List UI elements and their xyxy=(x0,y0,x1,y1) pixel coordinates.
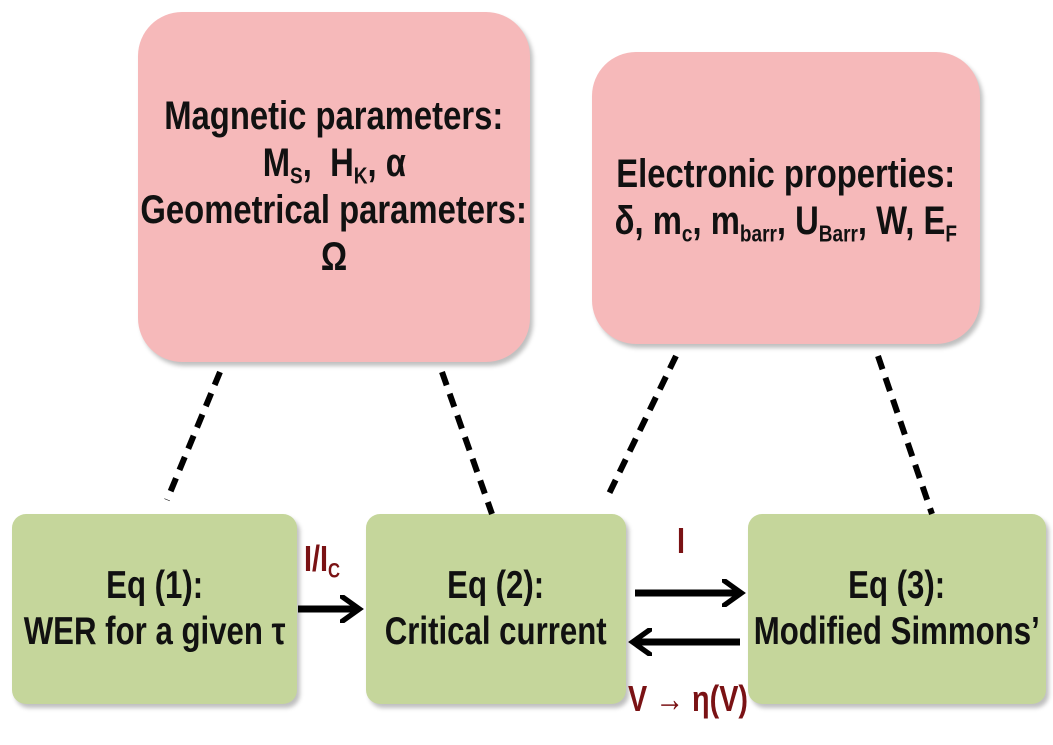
eq3-description: Modified Simmons’ xyxy=(754,610,1041,653)
eq3-title: Eq (3): xyxy=(848,563,946,607)
eq1-title: Eq (1): xyxy=(105,563,204,607)
magnetic-parameters-heading: Magnetic parameters: xyxy=(164,93,504,138)
dashed-connector-electronic-to-eq2 xyxy=(603,354,679,502)
arrow-label-current-ratio: I/IC xyxy=(304,538,341,583)
electronic-properties-heading: Electronic properties: xyxy=(616,151,956,196)
geometrical-parameters-values: Ω xyxy=(320,235,348,280)
arrow-label-current: I xyxy=(677,520,686,561)
eq2-box: Eq (2): Critical current xyxy=(366,514,626,704)
electronic-properties-values: δ, mc, mbarr, UBarr, W, EF xyxy=(614,199,958,247)
eq2-title: Eq (2): xyxy=(447,563,545,607)
dashed-connector-magnetic-to-eq2 xyxy=(439,371,495,515)
arrow-label-voltage-eta: V → η(V) xyxy=(628,678,748,719)
eq1-box: Eq (1): WER for a given τ xyxy=(12,514,297,704)
electronic-properties-box: Electronic properties: δ, mc, mbarr, UBa… xyxy=(592,52,980,344)
geometrical-parameters-heading: Geometrical parameters: xyxy=(140,188,528,232)
eq3-box: Eq (3): Modified Simmons’ xyxy=(748,514,1046,704)
eq1-description: WER for a given τ xyxy=(23,610,286,653)
magnetic-parameters-values: MS, HK, α xyxy=(262,140,406,189)
dashed-connector-electronic-to-eq3 xyxy=(875,355,935,515)
dashed-connector-magnetic-to-eq1 xyxy=(164,370,223,502)
eq2-description: Critical current xyxy=(385,610,607,653)
magnetic-geometrical-parameters-box: Magnetic parameters: MS, HK, α Geometric… xyxy=(138,12,530,362)
